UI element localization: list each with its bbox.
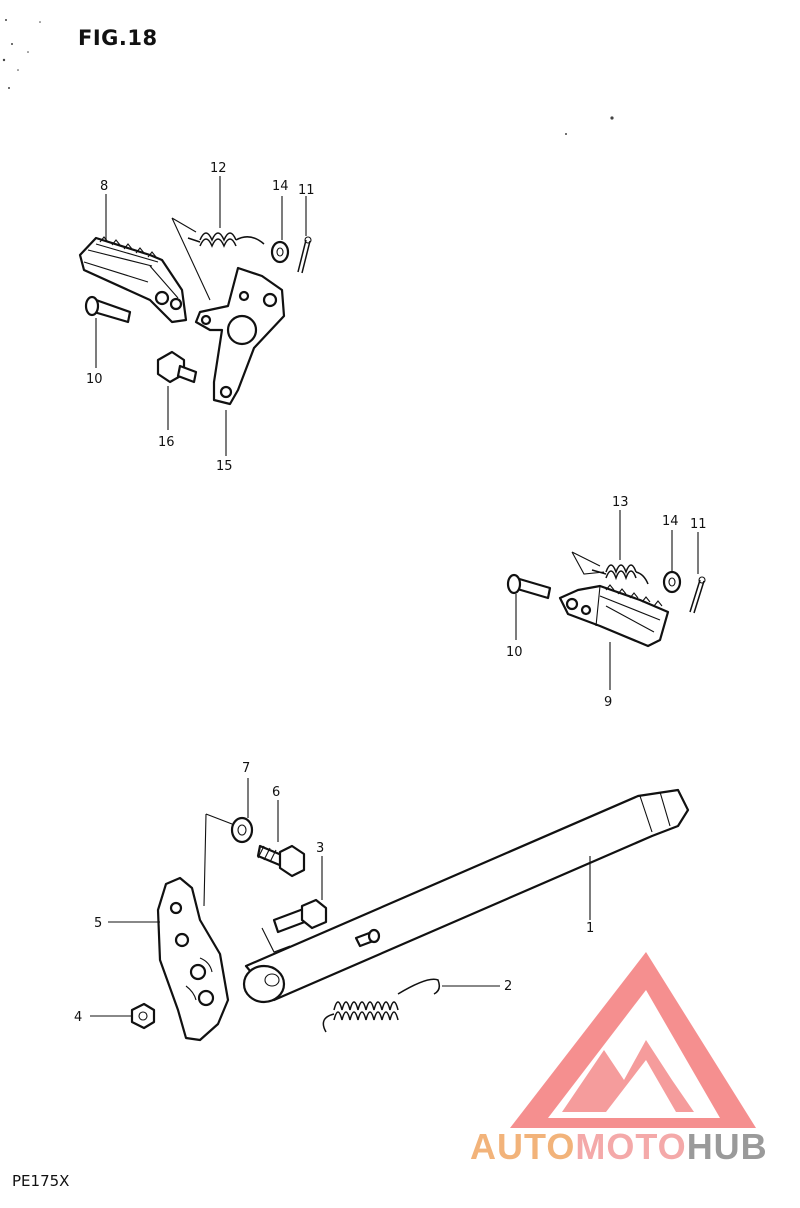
watermark-logo xyxy=(510,952,756,1128)
callout-8: 8 xyxy=(100,179,108,194)
watermark-text: AUTOMOTOHUB xyxy=(470,1126,768,1168)
model-code: PE175X xyxy=(12,1172,70,1190)
callout-9: 9 xyxy=(604,695,612,710)
callout-10-top: 10 xyxy=(86,372,103,387)
callout-5: 5 xyxy=(94,916,102,931)
watermark-auto: AUTO xyxy=(470,1126,576,1167)
scan-noise xyxy=(2,19,614,135)
spring-12 xyxy=(171,217,265,301)
rear-footrest-group: 13 14 11 10 9 xyxy=(506,495,707,710)
callout-7: 7 xyxy=(242,761,250,776)
callout-14-top: 14 xyxy=(272,179,289,194)
cotter-pin-11-mid xyxy=(689,576,706,614)
cotter-pin-11-top xyxy=(297,236,312,274)
callout-10-mid: 10 xyxy=(506,645,523,660)
footrest-8 xyxy=(78,236,188,324)
callout-11-top: 11 xyxy=(298,183,315,198)
side-stand-1 xyxy=(242,788,690,1004)
washer-14-top xyxy=(270,240,290,264)
callout-14-mid: 14 xyxy=(662,514,679,529)
washer-14-mid xyxy=(662,570,682,594)
leaders-upper xyxy=(95,176,307,456)
figure-title: FIG.18 xyxy=(78,26,158,50)
bolt-6 xyxy=(256,844,306,878)
nut-4 xyxy=(130,1002,156,1030)
callout-16: 16 xyxy=(158,435,175,450)
watermark-hub: HUB xyxy=(686,1126,768,1167)
side-stand-group: 7 6 3 5 4 1 2 xyxy=(74,761,690,1042)
callout-4: 4 xyxy=(74,1010,82,1025)
callout-11-mid: 11 xyxy=(690,517,707,532)
pin-10-top xyxy=(84,295,132,324)
callout-1: 1 xyxy=(586,921,594,936)
bracket-15 xyxy=(194,266,286,406)
callout-12: 12 xyxy=(210,161,227,176)
pin-10-mid xyxy=(506,573,552,600)
leaders-mid xyxy=(515,510,699,690)
callout-3: 3 xyxy=(316,841,324,856)
bolt-16 xyxy=(156,350,198,384)
bolt-3 xyxy=(261,898,328,953)
bracket-5 xyxy=(156,876,230,1042)
callout-2: 2 xyxy=(504,979,512,994)
spring-13 xyxy=(571,551,649,585)
callout-15: 15 xyxy=(216,459,233,474)
front-footrest-group: 8 12 14 11 10 16 15 xyxy=(78,161,315,474)
footrest-9 xyxy=(558,584,670,648)
spring-2 xyxy=(322,978,441,1033)
callout-6: 6 xyxy=(272,785,280,800)
washer-7 xyxy=(203,813,254,907)
watermark-moto: MOTO xyxy=(575,1126,687,1167)
callout-13: 13 xyxy=(612,495,629,510)
leaders-lower xyxy=(90,778,591,1017)
